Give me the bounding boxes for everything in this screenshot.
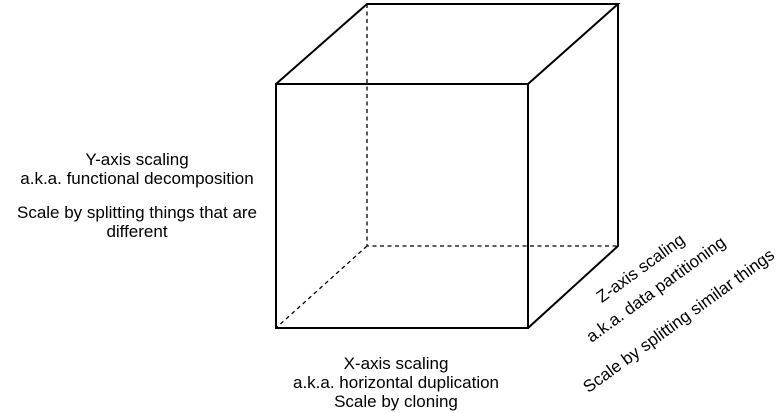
cube-right-face [527, 4, 619, 329]
x-axis-aka: a.k.a. horizontal duplication [292, 373, 500, 392]
cube-front-face [275, 83, 529, 329]
x-axis-label: X-axis scaling a.k.a. horizontal duplica… [246, 354, 546, 411]
x-axis-title: X-axis scaling [343, 354, 449, 373]
cube-hidden-edges [275, 4, 618, 329]
y-axis-description: Scale by splitting things that are diffe… [16, 203, 258, 241]
y-axis-aka: a.k.a. functional decomposition [20, 169, 254, 188]
cube-top-face [275, 3, 621, 85]
y-axis-label: Y-axis scaling a.k.a. functional decompo… [11, 150, 263, 241]
y-axis-title: Y-axis scaling [85, 150, 189, 169]
x-axis-description: Scale by cloning [334, 392, 458, 411]
